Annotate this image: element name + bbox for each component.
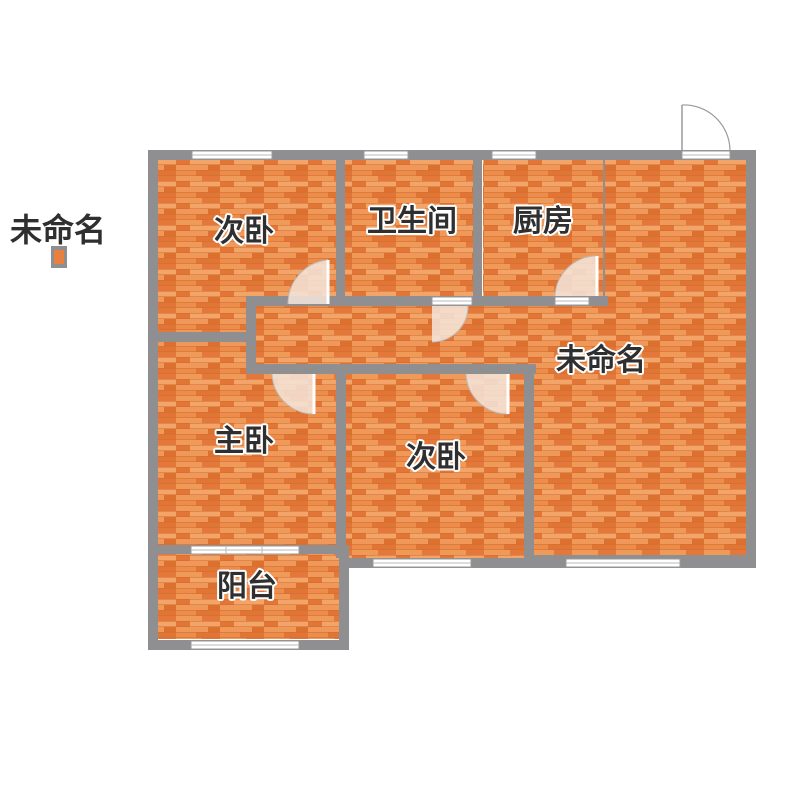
room-floors: [157, 160, 749, 639]
doors: [271, 104, 731, 415]
door-entrance: [681, 104, 731, 151]
wall: [336, 150, 345, 300]
label-second-bedroom-south: 次卧: [406, 440, 466, 475]
window: [491, 150, 537, 160]
label-bathroom: 卫生间: [367, 204, 457, 239]
floor-living-south: [532, 304, 612, 555]
floor-bathroom: [344, 160, 478, 298]
door-bathroom: [431, 305, 469, 343]
door-second-bedroom-north: [287, 259, 330, 305]
outside-marker-label: 未命名: [10, 211, 106, 249]
window: [554, 296, 590, 306]
wall: [473, 150, 482, 300]
room-labels: 次卧 卫生间 厨房 未命名 主卧 次卧 阳台: [212, 202, 648, 606]
door-second-bedroom-south: [465, 373, 510, 415]
label-kitchen: 厨房: [513, 204, 573, 239]
window: [681, 150, 731, 160]
door-kitchen: [554, 255, 599, 297]
wall: [148, 332, 253, 342]
label-second-bedroom-north: 次卧: [214, 214, 274, 249]
wall: [148, 150, 756, 160]
floor-balcony: [157, 551, 345, 639]
wall: [339, 546, 349, 650]
wall: [336, 364, 346, 558]
window: [190, 545, 300, 555]
window: [565, 558, 681, 568]
wall: [246, 364, 536, 374]
windows: [190, 150, 731, 650]
window: [431, 296, 473, 306]
window: [190, 640, 300, 650]
wall: [603, 160, 605, 300]
wall: [246, 296, 608, 306]
marker-icon-fill: [54, 250, 64, 264]
label-balcony: 阳台: [217, 569, 277, 604]
label-unnamed-living: 未命名: [556, 343, 646, 378]
wall: [746, 150, 756, 568]
label-master-bedroom: 主卧: [214, 424, 274, 459]
floor-living-east: [605, 160, 749, 555]
wall: [148, 150, 158, 650]
window: [363, 150, 409, 160]
door-master-bedroom: [271, 373, 316, 415]
window: [191, 150, 273, 160]
window: [372, 558, 472, 568]
outside-marker: 未命名: [10, 211, 106, 268]
wall: [524, 364, 534, 558]
